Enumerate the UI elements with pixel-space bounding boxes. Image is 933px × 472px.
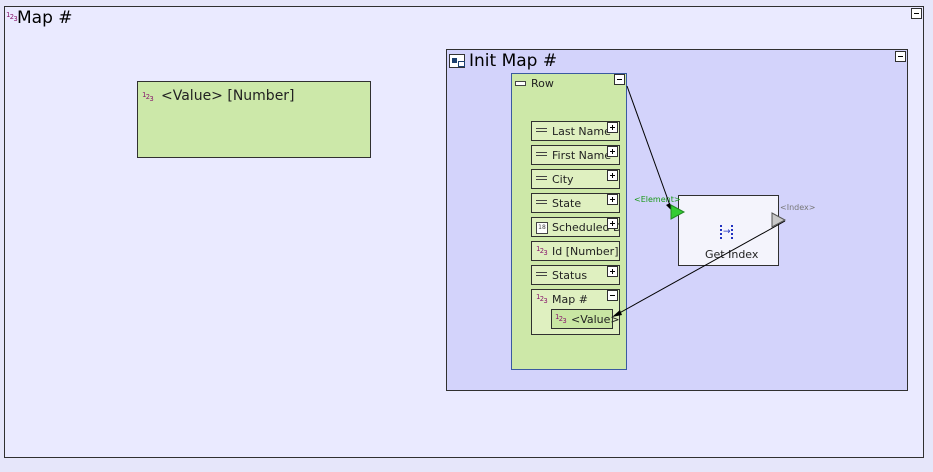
init-map-icon (449, 54, 465, 68)
row-icon (515, 81, 526, 86)
number-icon: 123 (536, 293, 548, 305)
index-port-label: <Index> (780, 203, 816, 212)
index-output-port (771, 212, 787, 228)
field-id[interactable]: 123 Id [Number] (531, 241, 620, 261)
expand-last-name-button[interactable] (607, 122, 618, 133)
number-icon: 123 (6, 11, 18, 23)
field-state[interactable]: State (531, 193, 620, 213)
collapse-map-button[interactable] (911, 8, 922, 19)
expand-status-button[interactable] (607, 266, 618, 277)
get-index-node[interactable] (678, 195, 779, 266)
expand-scheduled-date-button[interactable] (607, 218, 618, 229)
number-icon: 123 (142, 91, 154, 103)
text-icon (536, 128, 547, 135)
field-label: Last Name (552, 125, 611, 138)
text-icon (536, 152, 547, 159)
expand-state-button[interactable] (607, 194, 618, 205)
field-label: State (552, 197, 582, 210)
text-icon (536, 272, 547, 279)
field-label: First Name (552, 149, 612, 162)
row-title: Row (531, 77, 554, 90)
map-value-field[interactable]: 123 <Value> (551, 309, 620, 329)
field-last-name[interactable]: Last Name (531, 121, 620, 141)
wire-arrowhead (612, 310, 622, 317)
date-icon: 18 (536, 222, 548, 234)
field-first-name[interactable]: First Name (531, 145, 620, 165)
field-label: City (552, 173, 574, 186)
text-icon (536, 200, 547, 207)
wire-row-to-element (626, 85, 673, 212)
field-status[interactable]: Status (531, 265, 620, 285)
expand-first-name-button[interactable] (607, 146, 618, 157)
collapse-map-group-button[interactable] (607, 290, 618, 301)
value-node-label: <Value> [Number] (161, 88, 295, 104)
field-label: Map # (552, 293, 588, 306)
field-city[interactable]: City (531, 169, 620, 189)
wire-index-to-map (613, 220, 786, 317)
number-icon: 123 (555, 313, 567, 325)
field-label: Status (552, 269, 588, 282)
value-node[interactable] (137, 81, 371, 158)
expand-city-button[interactable] (607, 170, 618, 181)
text-icon (536, 176, 547, 183)
collapse-init-map-button[interactable] (895, 51, 906, 62)
index-icon (720, 225, 736, 239)
collapse-row-button[interactable] (614, 74, 625, 85)
field-scheduled-date[interactable]: 18 Scheduled Da (531, 217, 620, 237)
element-input-port (670, 204, 686, 220)
map-value-label: <Value> (571, 313, 620, 326)
field-label: Scheduled Da (552, 221, 619, 234)
element-port-label: <Element> (634, 195, 681, 204)
arrow-right-icon: → (723, 227, 731, 237)
number-icon: 123 (536, 245, 548, 257)
field-label: Id [Number] (552, 245, 619, 258)
map-container-title: Map # (17, 8, 73, 28)
init-map-title: Init Map # (469, 51, 558, 71)
